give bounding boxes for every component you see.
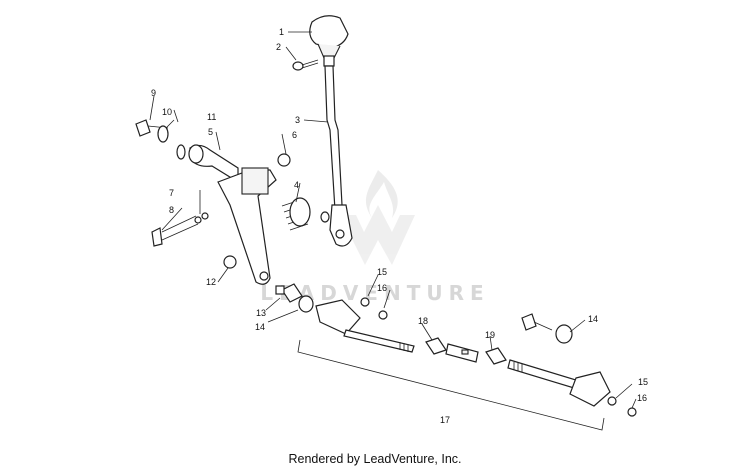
- callout-4: 4: [294, 180, 299, 190]
- fitting-13: [275, 283, 303, 303]
- callouts: 1 2 3 4 5 6 7 8 9 10 11 12 13 14 15 16 1…: [151, 27, 648, 425]
- callout-5: 5: [208, 127, 213, 137]
- callout-12: 12: [206, 277, 216, 287]
- watermark-logo: [340, 170, 415, 265]
- callout-9: 9: [151, 88, 156, 98]
- callout-14a: 14: [255, 322, 265, 332]
- callout-15b: 15: [638, 377, 648, 387]
- callout-16b: 16: [637, 393, 647, 403]
- nut-12: [223, 255, 237, 269]
- callout-6: 6: [292, 130, 297, 140]
- spring: [281, 197, 330, 231]
- washer-10: [157, 125, 169, 143]
- o-ring-11: [176, 144, 186, 160]
- callout-17: 17: [440, 415, 450, 425]
- clip-16b: [627, 407, 637, 417]
- washer-15b: [607, 396, 617, 406]
- shift-knob: [309, 15, 349, 67]
- knob-screw: [292, 59, 319, 71]
- callout-1: 1: [279, 27, 284, 37]
- bushing-14b: [555, 324, 573, 344]
- mounting-bracket: [217, 167, 277, 285]
- nut-6: [277, 153, 291, 167]
- washer-15a: [360, 297, 370, 307]
- callout-13: 13: [256, 308, 266, 318]
- rod-assembly: [315, 299, 611, 407]
- pivot-shaft: [188, 144, 239, 184]
- callout-10: 10: [162, 107, 172, 117]
- bushing-14a: [298, 295, 314, 313]
- callout-7: 7: [169, 188, 174, 198]
- leader-lines: [149, 31, 637, 409]
- shift-lever: [324, 65, 353, 247]
- callout-19: 19: [485, 330, 495, 340]
- callout-8: 8: [169, 205, 174, 215]
- callout-16a: 16: [377, 283, 387, 293]
- bolt-right: [521, 313, 553, 331]
- callout-14b: 14: [588, 314, 598, 324]
- clip-16a: [378, 310, 388, 320]
- footer-credit: Rendered by LeadVenture, Inc.: [288, 452, 462, 466]
- callout-3: 3: [295, 115, 300, 125]
- bolt-8: [151, 212, 209, 247]
- callout-17-bracket: [297, 339, 605, 431]
- callout-2: 2: [276, 42, 281, 52]
- callout-11: 11: [207, 112, 216, 122]
- callout-18: 18: [418, 316, 428, 326]
- callout-15a: 15: [377, 267, 387, 277]
